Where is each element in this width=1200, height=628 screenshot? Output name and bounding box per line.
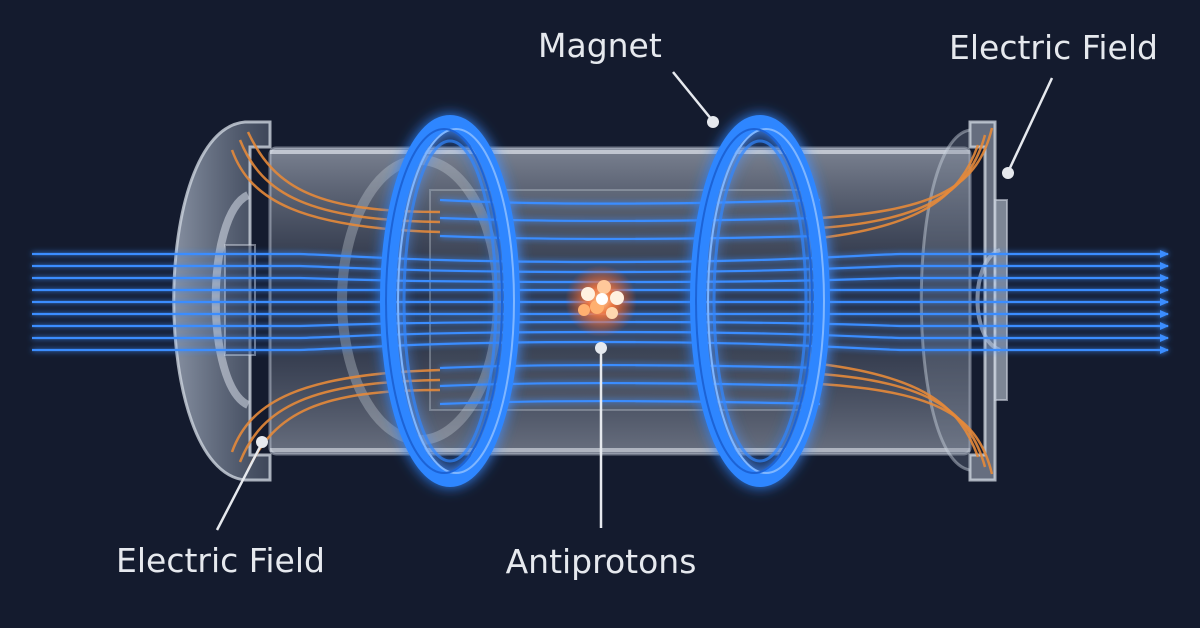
label-electric-field-bottom-left: Electric Field — [116, 541, 325, 580]
callout-antiprotons — [595, 342, 607, 528]
electric-field-lines — [230, 127, 994, 475]
label-antiprotons: Antiprotons — [506, 542, 697, 581]
right-electrode — [919, 120, 1008, 482]
magnet-coil-right — [690, 115, 830, 487]
antiproton-cluster-icon — [565, 265, 637, 337]
label-magnet: Magnet — [538, 26, 662, 65]
callout-magnet — [672, 71, 719, 128]
magnet-coil-left — [380, 115, 520, 487]
callout-electric-field-bottom-left — [215, 436, 268, 531]
label-electric-field-top-right: Electric Field — [949, 28, 1158, 67]
callout-electric-field-top-right — [1002, 77, 1054, 179]
